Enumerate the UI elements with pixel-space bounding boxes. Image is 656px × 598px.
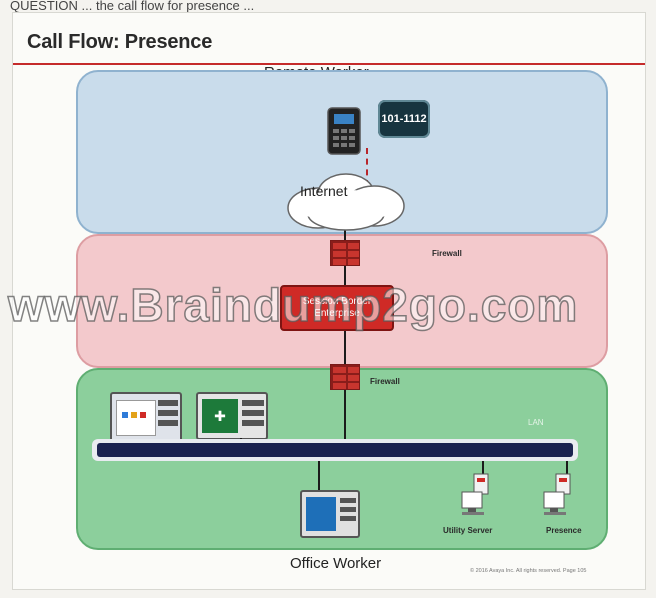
ip-phone-icon [327, 107, 361, 155]
office-worker-label: Office Worker [290, 555, 382, 572]
copyright-footer: © 2016 Avaya Inc. All rights reserved. P… [470, 568, 587, 574]
sbce-line-2: Enterprise [314, 308, 360, 319]
title-rule [13, 63, 645, 65]
utility-server-icon [461, 473, 489, 515]
utility-server-link [482, 461, 484, 475]
presence-label: Presence [546, 526, 582, 535]
communication-manager-server-icon [110, 392, 182, 442]
internet-label: Internet [300, 183, 348, 199]
presence-server-link [566, 461, 568, 475]
office-worker-pc-icon [300, 490, 360, 538]
firewall-top-label: Firewall [432, 249, 462, 258]
sbce-line-1: Session Border [302, 296, 372, 307]
firewall-bottom-icon [330, 364, 360, 390]
presence-server-icon [543, 473, 571, 515]
firewall-bottom-label: Firewall [370, 377, 400, 386]
session-border-controller: Session Border Enterprise [280, 285, 394, 331]
extension-badge: 101- 1112 [378, 100, 430, 138]
phone-dashed-link [366, 148, 368, 186]
internet-cloud-icon [287, 173, 405, 231]
extension-line-1: 101- [381, 112, 404, 125]
session-manager-server-icon: ✚ [196, 392, 268, 440]
cropped-question-text: QUESTION ... the call flow for presence … [10, 0, 255, 12]
firewall-top-icon [330, 240, 360, 266]
lan-label: LAN [528, 418, 544, 427]
utility-server-label: Utility Server [443, 526, 493, 535]
office-pc-link [318, 461, 320, 493]
slide-title: Call Flow: Presence [27, 31, 213, 53]
extension-line-2: 1112 [403, 112, 427, 125]
watermark: www.Braindump2go.com [7, 278, 579, 332]
lan-backbone [92, 439, 578, 461]
